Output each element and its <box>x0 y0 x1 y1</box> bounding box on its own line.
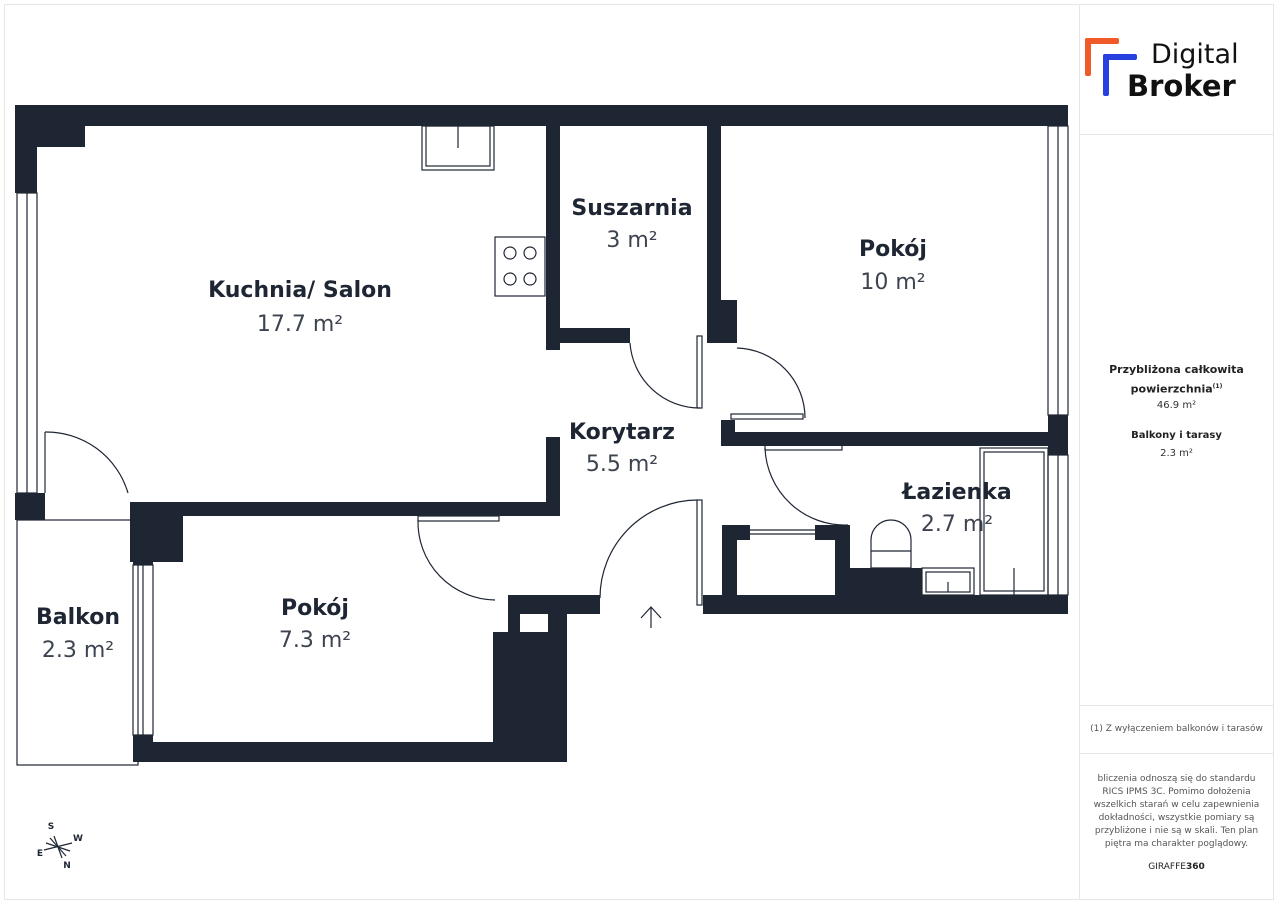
compass-s: S <box>47 822 55 832</box>
floor-plan <box>15 105 1069 859</box>
room-name: Korytarz <box>569 420 675 445</box>
total-area-value: 46.9 m² <box>1156 400 1197 411</box>
page-frame <box>4 4 1274 900</box>
balcony-label: Balkony i tarasy <box>1131 430 1222 441</box>
room-name: Kuchnia/ Salon <box>208 278 392 303</box>
room-name: Łazienka <box>902 480 1012 505</box>
room-name: Pokój <box>859 237 927 262</box>
room-name: Pokój <box>281 596 349 621</box>
room-name: Suszarnia <box>571 196 693 221</box>
room-area: 5.5 m² <box>585 452 659 477</box>
compass-n: N <box>63 861 71 871</box>
room-area: 3 m² <box>606 228 658 253</box>
room-name: Balkon <box>36 605 120 630</box>
brand-logo: Digital Broker <box>1083 36 1273 106</box>
compass-w: W <box>73 834 83 844</box>
walls <box>15 105 1068 762</box>
room-area: 17.7 m² <box>256 312 344 337</box>
balcony-value: 2.3 m² <box>1160 448 1193 459</box>
compass-e: E <box>36 849 44 859</box>
info-sidebar <box>1079 4 1275 900</box>
compass-icon <box>43 835 73 859</box>
room-area: 2.7 m² <box>920 512 994 537</box>
footnote: (1) Z wyłączeniem balkonów i tarasów <box>1090 724 1263 734</box>
room-area: 2.3 m² <box>41 638 115 663</box>
room-area: 10 m² <box>860 270 926 295</box>
room-area: 7.3 m² <box>278 628 352 653</box>
giraffe360-credit: GIRAFFE360 <box>1148 862 1205 872</box>
fixtures <box>16 125 1069 859</box>
